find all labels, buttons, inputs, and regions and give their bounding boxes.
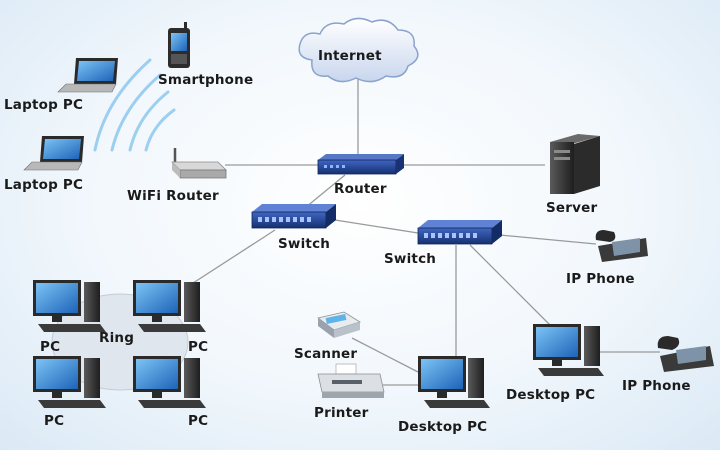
- pc-icon: [33, 280, 106, 332]
- pc-label: PC: [40, 339, 61, 355]
- link-switch-right-ipphone: [499, 234, 597, 245]
- desktop-pc-icon: [418, 356, 490, 408]
- server-label: Server: [546, 200, 598, 216]
- laptop-icon: [23, 136, 84, 171]
- link-scanner-desktop: [351, 337, 419, 373]
- internet-label: Internet: [318, 48, 382, 64]
- switch-label: Switch: [384, 251, 437, 267]
- laptop-pc-label: Laptop PC: [4, 177, 84, 193]
- scanner-label: Scanner: [294, 346, 358, 362]
- laptop-pc-label: Laptop PC: [4, 97, 84, 113]
- pc-icon: [133, 356, 206, 408]
- pc-label: PC: [188, 413, 209, 429]
- link-switch-right-desktop-right: [469, 244, 553, 328]
- pc-icon: [33, 356, 106, 408]
- ip-phone-icon: [595, 230, 648, 262]
- ip-phone-label: IP Phone: [622, 378, 691, 394]
- desktop-pc-label: Desktop PC: [398, 419, 488, 435]
- smartphone-label: Smartphone: [158, 72, 254, 88]
- scanner-icon: [317, 311, 361, 338]
- pc-label: PC: [44, 413, 65, 429]
- smartphone-icon: [168, 22, 190, 68]
- connection-links: [189, 78, 660, 386]
- wifi-router-label: WiFi Router: [127, 188, 219, 204]
- wifi-signal-icon: [93, 58, 176, 152]
- switch-label: Switch: [278, 236, 331, 252]
- cloud-icon: [298, 17, 419, 83]
- pc-label: PC: [188, 339, 209, 355]
- printer-icon: [317, 363, 385, 398]
- ring-label: Ring: [99, 330, 135, 346]
- pc-icon: [133, 280, 206, 332]
- router-icon: [317, 154, 404, 175]
- switch-icon: [251, 204, 336, 229]
- printer-label: Printer: [314, 405, 369, 421]
- link-switch-left-ring: [189, 229, 276, 286]
- server-icon: [550, 134, 600, 194]
- switch-icon: [417, 220, 502, 245]
- desktop-pc-icon: [533, 324, 604, 376]
- ip-phone-label: IP Phone: [566, 271, 635, 287]
- link-switch-left-right: [334, 219, 419, 234]
- wifi-router-icon: [171, 148, 227, 179]
- laptop-icon: [57, 58, 118, 93]
- router-label: Router: [334, 181, 387, 197]
- desktop-pc-label: Desktop PC: [506, 387, 596, 403]
- ip-phone-icon: [657, 336, 714, 372]
